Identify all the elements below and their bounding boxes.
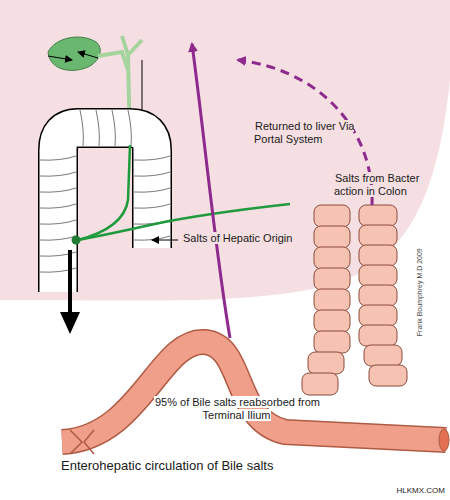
author-watermark-text: Frank Boumphrey M.D 2009 <box>416 247 423 337</box>
colon-salts-note: Salts from Bacter action in Colon <box>334 172 446 198</box>
portal-return-arrow <box>192 44 230 338</box>
figure-caption-text: Enterohepatic circulation of Bile salts <box>60 458 274 473</box>
figure-caption: Enterohepatic circulation of Bile salts <box>60 458 400 474</box>
duodenum-lumen <box>58 128 152 292</box>
flow-arrow <box>68 250 72 316</box>
gallbladder <box>48 37 100 70</box>
portal-return-note: Returned to liver Via Portal System <box>254 120 358 146</box>
liver <box>0 0 450 301</box>
common-bile-duct <box>78 145 130 240</box>
ileum-outline <box>62 342 446 442</box>
ileum-reabsorption-note-text: 95% of Bile salts reabsorbed from Termin… <box>154 396 320 421</box>
terminal-ileum <box>62 342 446 442</box>
ileum-constriction <box>70 430 94 454</box>
duodenum-wall <box>58 128 152 292</box>
colon-salts-note-text: Salts from Bacter action in Colon <box>334 172 419 197</box>
site-watermark-text: HLKMX.COM <box>396 486 446 495</box>
hepatic-salts-note-text: Salts of Hepatic Origin <box>182 232 293 244</box>
hepatic-salts-pointer <box>152 240 178 241</box>
gallbladder-arrow <box>48 56 72 60</box>
ileum-end <box>439 429 449 451</box>
flow-arrow-head <box>60 312 80 334</box>
author-watermark: Frank Boumphrey M.D 2009 <box>416 227 424 357</box>
site-watermark: HLKMX.COM <box>380 486 446 496</box>
portal-return-note-text: Returned to liver Via Portal System <box>254 120 354 145</box>
hepatic-salts-note: Salts of Hepatic Origin <box>182 232 302 245</box>
ileum-reabsorption-note: 95% of Bile salts reabsorbed from Termin… <box>152 396 322 422</box>
duodenum-folds <box>40 110 170 272</box>
gallbladder-arrow <box>78 52 98 58</box>
papilla <box>72 236 81 245</box>
colon <box>302 205 407 395</box>
